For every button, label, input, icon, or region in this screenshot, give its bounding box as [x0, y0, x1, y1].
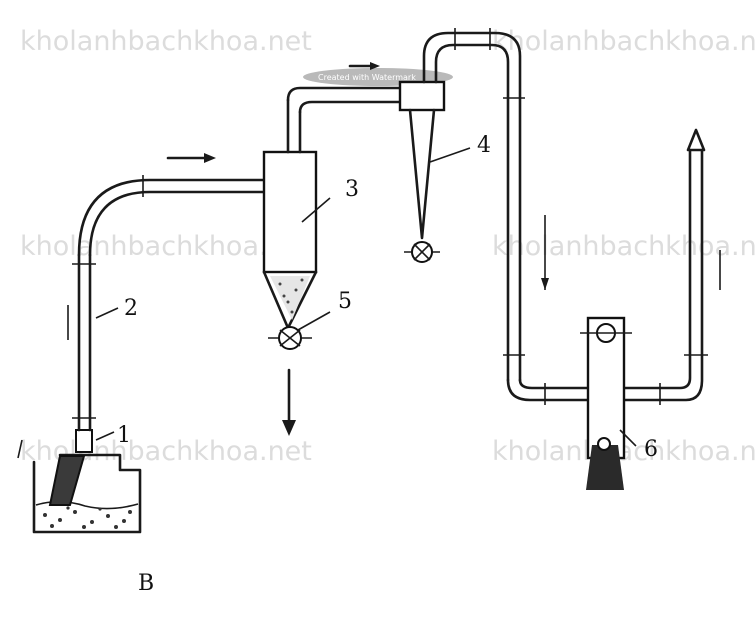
- flow-arrows: [166, 62, 721, 290]
- label-3: 3: [345, 177, 359, 202]
- label-2: 2: [124, 296, 138, 321]
- label-6: 6: [644, 437, 658, 462]
- watermark-text: kholanhbachkhoa.net: [20, 26, 312, 57]
- watermark-badge-text: Created with Watermark: [318, 73, 416, 82]
- leader-lines: [95, 147, 471, 441]
- figure-label: B: [138, 571, 154, 596]
- label-5: 5: [338, 289, 352, 314]
- primary-cyclone: [262, 86, 402, 330]
- secondary-cyclone: [398, 28, 525, 382]
- riser-pipe: [67, 175, 266, 453]
- fan-return-loop: [506, 128, 708, 490]
- rotary-valve-5: [268, 326, 312, 436]
- feed-hopper: [17, 439, 142, 534]
- watermark-text: kholanhbachkhoa.net: [492, 26, 755, 57]
- labels: 1 2 3 4 5 6 B: [117, 133, 658, 596]
- label-4: 4: [477, 133, 491, 158]
- label-1: 1: [117, 423, 131, 448]
- watermark-text: kholanhbachkhoa.net: [492, 231, 755, 262]
